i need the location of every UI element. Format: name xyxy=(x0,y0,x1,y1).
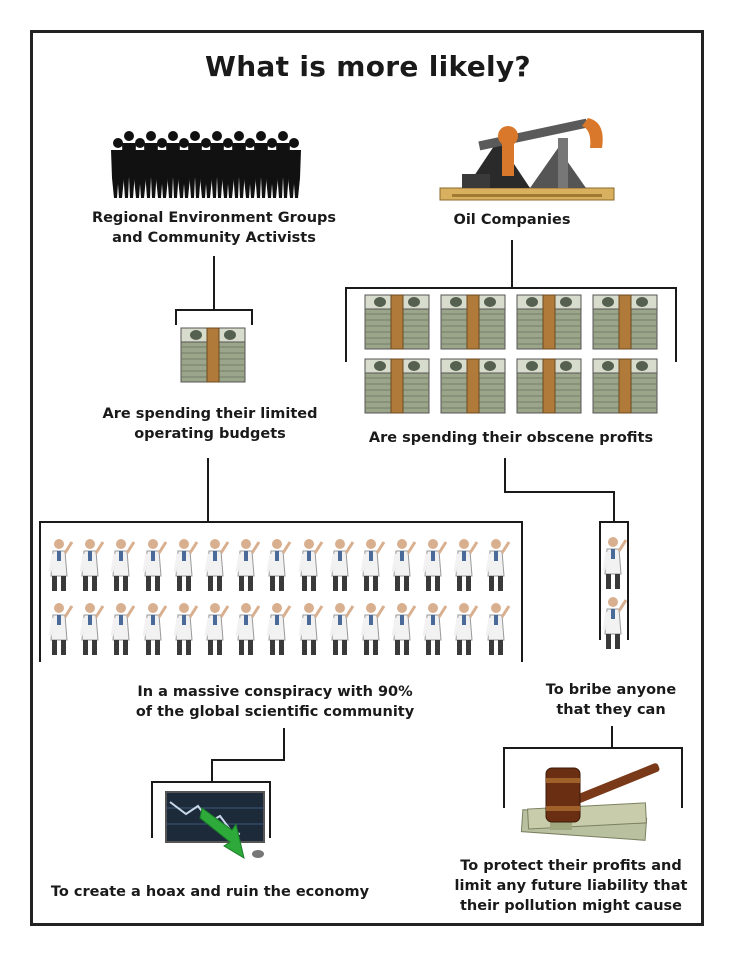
oil-pump-jack-icon xyxy=(439,118,615,201)
limited-budget-label: Are spending their limited operating bud… xyxy=(82,404,338,444)
money-stack-icon xyxy=(516,294,582,350)
bribed-scientists xyxy=(600,534,630,652)
stock-crash-chart-icon xyxy=(165,791,265,860)
scientist-icon xyxy=(420,600,450,658)
hoax-label: To create a hoax and ruin the economy xyxy=(50,884,370,900)
crowd-silhouette-icon xyxy=(111,131,301,198)
scientist-icon xyxy=(140,536,170,594)
scientist-crowd xyxy=(46,536,514,658)
money-stack-icon xyxy=(440,294,506,350)
scientist-icon xyxy=(202,600,232,658)
scientist-icon xyxy=(327,600,357,658)
scientist-icon xyxy=(483,600,513,658)
scientist-icon xyxy=(264,536,294,594)
protect-line3: their pollution might cause xyxy=(459,898,683,914)
protect-line2: limit any future liability that xyxy=(454,878,688,894)
scientist-icon xyxy=(46,536,76,594)
scientist-icon xyxy=(600,534,630,592)
scientist-icon xyxy=(358,536,388,594)
obscene-profits-money xyxy=(364,294,658,414)
scientist-icon xyxy=(233,536,263,594)
scientist-icon xyxy=(451,600,481,658)
activists-label-line2: and Community Activists xyxy=(112,230,316,246)
limited-budget-line1: Are spending their limited xyxy=(102,406,318,422)
scientist-icon xyxy=(108,536,138,594)
bribe-line1: To bribe anyone xyxy=(545,682,677,698)
scientist-icon xyxy=(171,536,201,594)
page-title: What is more likely? xyxy=(205,50,531,83)
money-stack-icon xyxy=(364,294,430,350)
scientist-icon xyxy=(389,600,419,658)
scientist-icon xyxy=(600,594,630,652)
money-stack-icon xyxy=(516,358,582,414)
scientist-icon xyxy=(77,600,107,658)
money-stack-icon xyxy=(592,294,658,350)
conspiracy-line1: In a massive conspiracy with 90% xyxy=(137,684,413,700)
money-stack-icon xyxy=(364,358,430,414)
scientist-icon xyxy=(140,600,170,658)
scientist-icon xyxy=(327,536,357,594)
money-stack-icon xyxy=(592,358,658,414)
scientist-icon xyxy=(77,536,107,594)
money-stack-icon xyxy=(180,327,246,383)
oil-companies-label: Oil Companies xyxy=(453,212,571,228)
limited-budget-money xyxy=(180,327,246,383)
scientist-icon xyxy=(451,536,481,594)
activists-label: Regional Environment Groups and Communit… xyxy=(76,208,352,248)
bribe-label: To bribe anyone that they can xyxy=(526,680,696,720)
scientist-icon xyxy=(483,536,513,594)
scientist-icon xyxy=(296,536,326,594)
protect-line1: To protect their profits and xyxy=(460,858,682,874)
limited-budget-line2: operating budgets xyxy=(134,426,286,442)
scientist-icon xyxy=(420,536,450,594)
activists-label-line1: Regional Environment Groups xyxy=(91,210,337,226)
bribe-line2: that they can xyxy=(556,702,666,718)
gavel-on-money-icon xyxy=(520,763,660,841)
protect-label: To protect their profits and limit any f… xyxy=(446,856,696,916)
money-stack-icon xyxy=(440,358,506,414)
scientist-icon xyxy=(108,600,138,658)
scientist-icon xyxy=(296,600,326,658)
obscene-profits-label: Are spending their obscene profits xyxy=(368,430,654,446)
conspiracy-line2: of the global scientific community xyxy=(135,704,415,720)
scientist-icon xyxy=(171,600,201,658)
scientist-icon xyxy=(46,600,76,658)
scientist-icon xyxy=(389,536,419,594)
scientist-icon xyxy=(264,600,294,658)
scientist-icon xyxy=(358,600,388,658)
scientist-icon xyxy=(233,600,263,658)
conspiracy-label: In a massive conspiracy with 90% of the … xyxy=(110,682,440,722)
scientist-icon xyxy=(202,536,232,594)
